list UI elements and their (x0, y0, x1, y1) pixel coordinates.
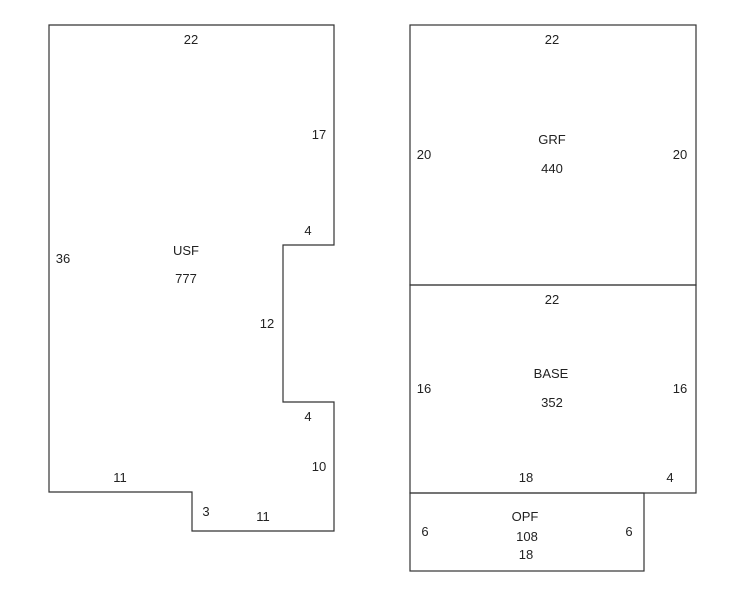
usf-dim-bottom-right: 11 (256, 509, 270, 524)
grf-dim-left: 20 (417, 147, 431, 162)
usf-dim-notch-bottom: 4 (304, 409, 311, 424)
opf-outline (409, 492, 645, 572)
usf-dim-notch-side: 12 (260, 316, 274, 331)
grf-area-value: 440 (541, 161, 563, 176)
base-area-value: 352 (541, 395, 563, 410)
base-outline (409, 284, 697, 494)
usf-dim-right-lower: 10 (312, 459, 326, 474)
area-grf[interactable]: 22 GRF 20 20 440 (409, 24, 697, 286)
area-opf[interactable]: OPF 6 6 108 18 (409, 492, 645, 572)
opf-dim-right: 6 (625, 524, 632, 539)
usf-name-label: USF (173, 243, 199, 258)
usf-dim-right-upper: 17 (312, 127, 326, 142)
opf-area-value: 108 (516, 529, 538, 544)
grf-name-label: GRF (538, 132, 566, 147)
opf-name-label: OPF (512, 509, 539, 524)
grf-dim-top: 22 (545, 32, 559, 47)
opf-dim-bottom: 18 (519, 547, 533, 562)
base-dim-bottom-right: 4 (666, 470, 673, 485)
opf-dim-left: 6 (421, 524, 428, 539)
base-name-label: BASE (534, 366, 569, 381)
usf-area-value: 777 (175, 271, 197, 286)
base-dim-right: 16 (673, 381, 687, 396)
usf-dim-top: 22 (184, 32, 198, 47)
grf-dim-right: 20 (673, 147, 687, 162)
usf-outline (48, 24, 335, 532)
area-base[interactable]: 22 BASE 16 16 352 18 4 (409, 284, 697, 494)
usf-dim-left: 36 (56, 251, 70, 266)
base-dim-top: 22 (545, 292, 559, 307)
usf-dim-notch-top: 4 (304, 223, 311, 238)
usf-dim-bottom-left: 11 (113, 470, 127, 485)
area-usf[interactable]: 22 17 4 36 USF 777 12 4 10 11 3 11 (48, 24, 335, 532)
base-dim-left: 16 (417, 381, 431, 396)
grf-outline (409, 24, 697, 286)
base-dim-bottom: 18 (519, 470, 533, 485)
usf-dim-step: 3 (202, 504, 209, 519)
